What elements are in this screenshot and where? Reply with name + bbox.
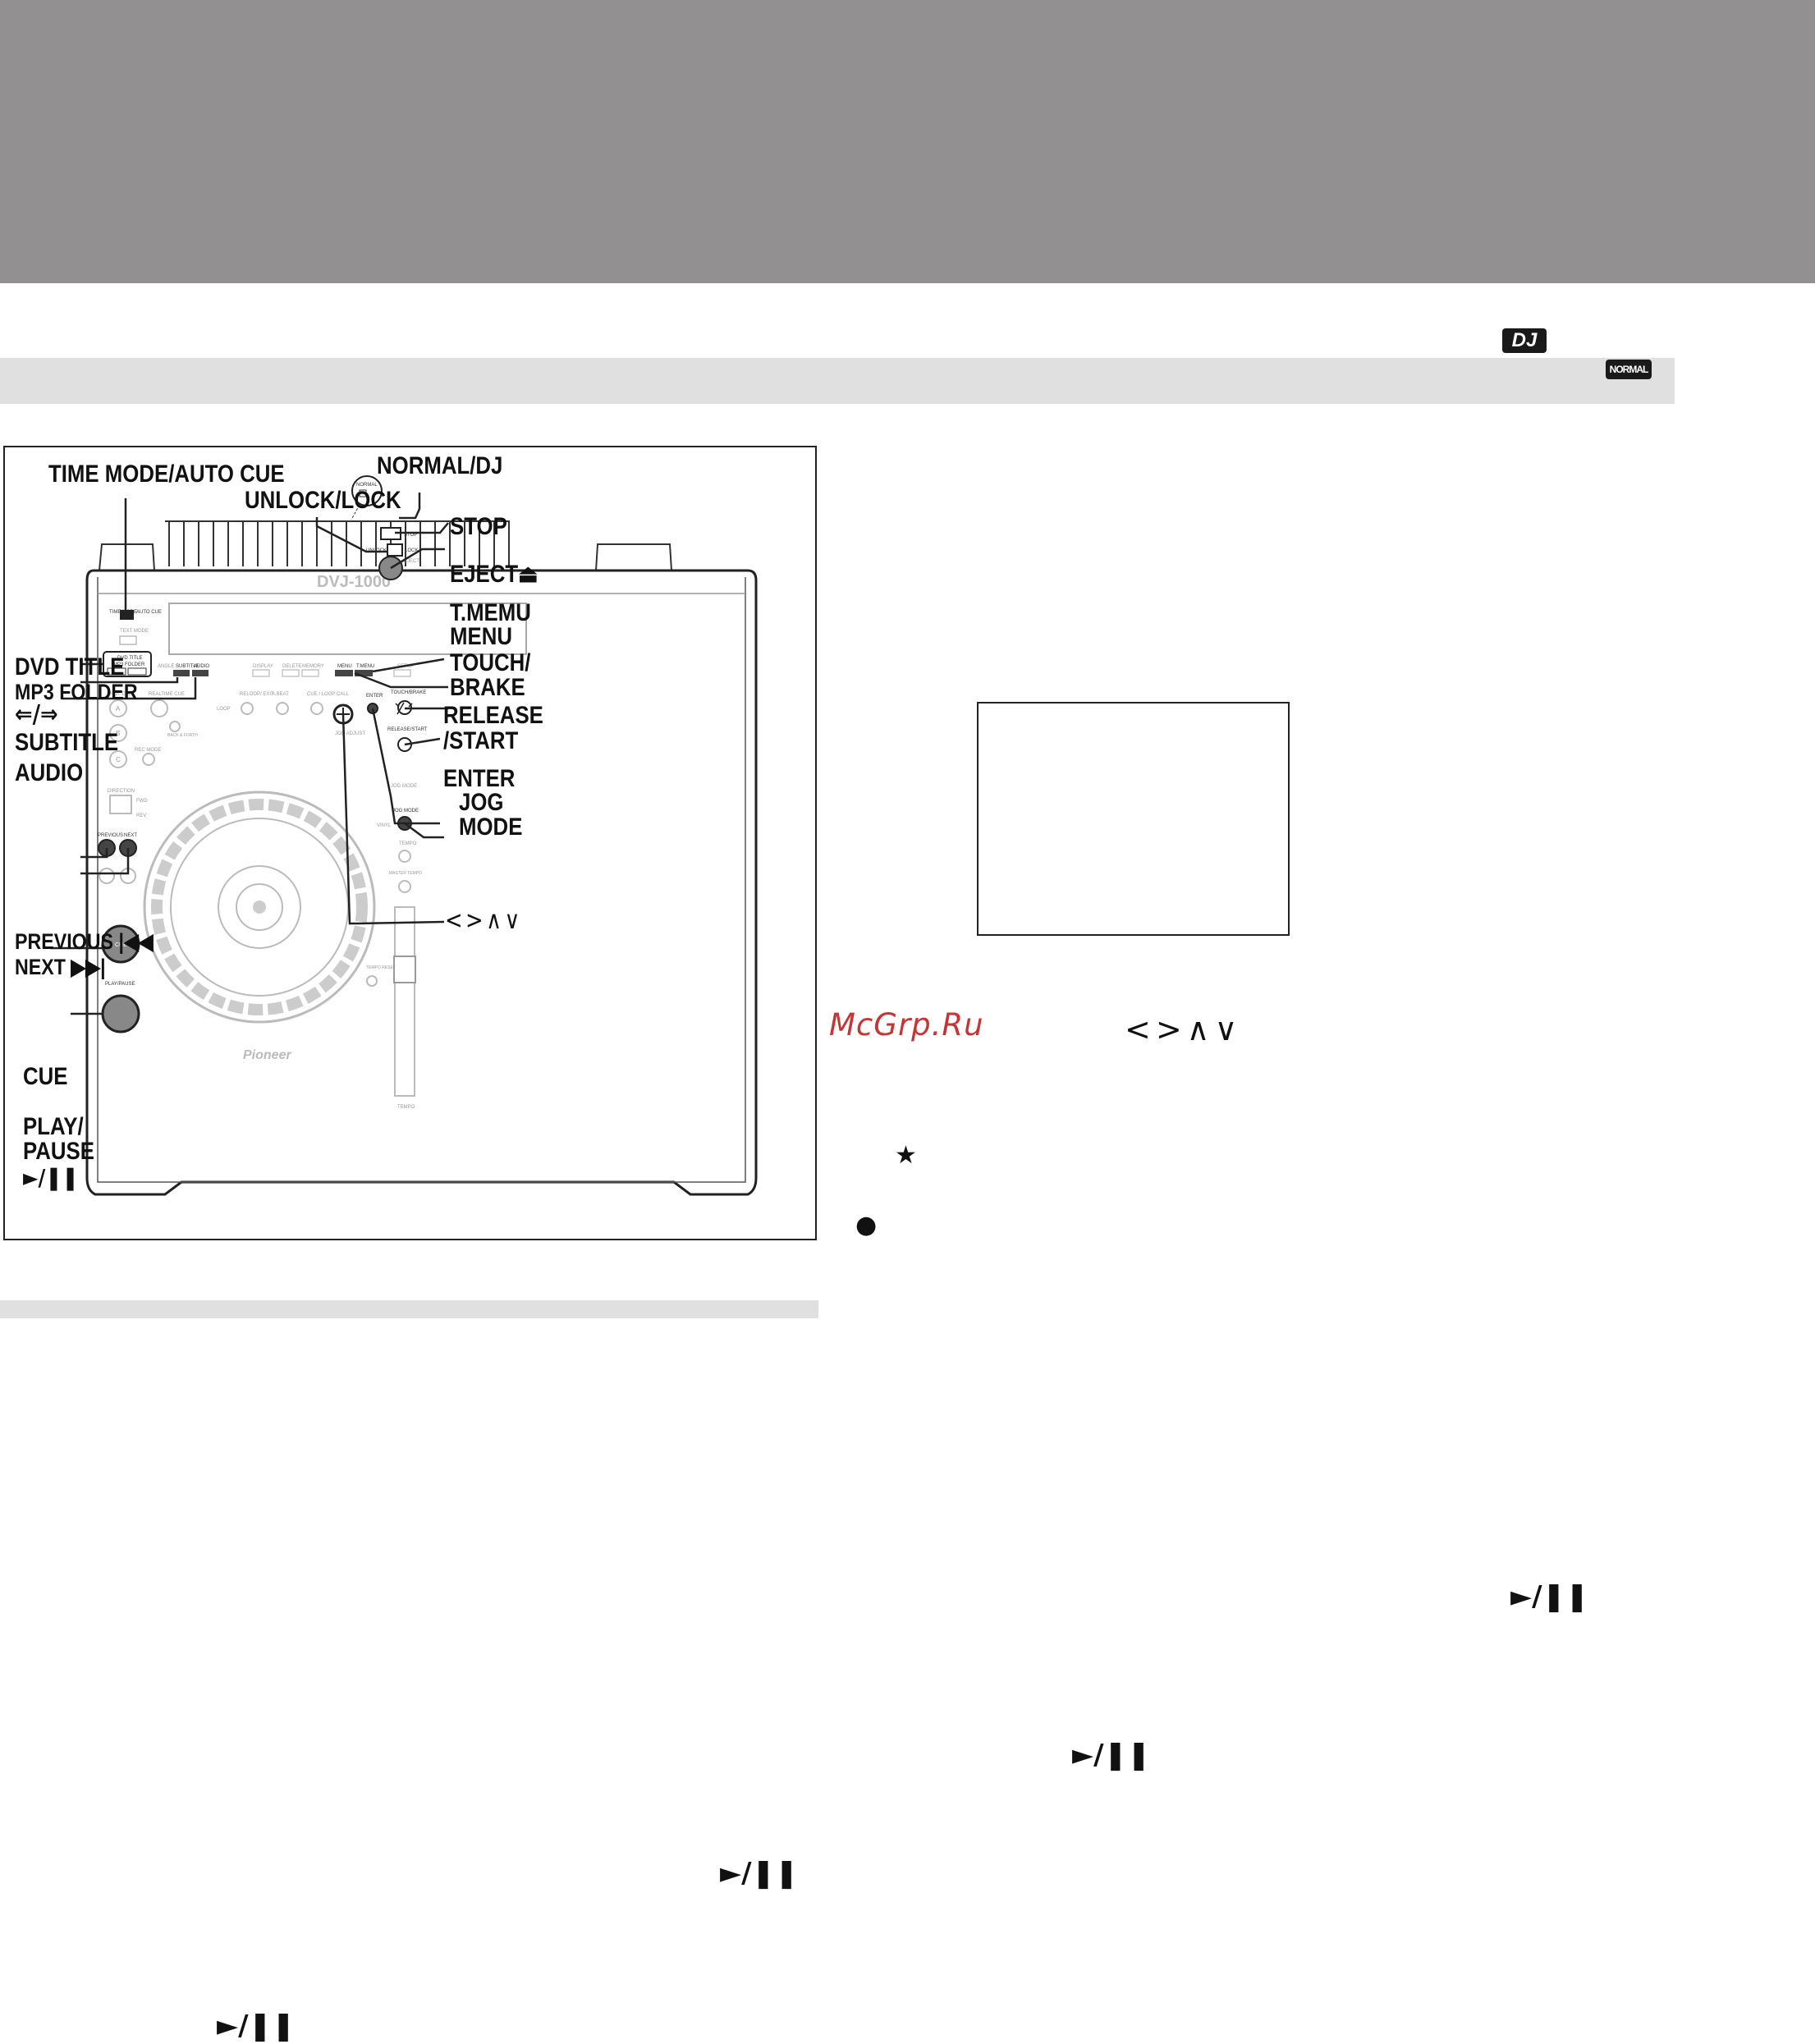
- svg-text:NEXT: NEXT: [124, 833, 137, 838]
- display-window: [168, 603, 527, 655]
- dj-mode-badge: DJ: [1502, 328, 1547, 353]
- svg-text:DISPLAY: DISPLAY: [253, 664, 273, 669]
- label-eject: EJECT⏏: [450, 561, 539, 588]
- bullet-icon: ●: [855, 1211, 878, 1240]
- svg-text:DVD TITLE: DVD TITLE: [117, 656, 143, 661]
- nav-arrows-text: <>∧∨: [1125, 1011, 1243, 1047]
- svg-text:B: B: [116, 730, 120, 737]
- empty-frame: [977, 702, 1290, 936]
- label-unlock-lock: UNLOCK/LOCK: [245, 487, 401, 514]
- section-bar: [0, 358, 1675, 404]
- svg-text:LOOP: LOOP: [217, 707, 231, 712]
- svg-text:T.MENU: T.MENU: [356, 664, 374, 669]
- svg-text:LOCK: LOCK: [405, 548, 418, 553]
- label-start: /START: [443, 727, 519, 754]
- svg-text:ENTER: ENTER: [366, 694, 383, 699]
- play-pause-symbol-1: ►/❚❚: [1510, 1580, 1589, 1613]
- svg-text:PLAY/PAUSE: PLAY/PAUSE: [105, 982, 135, 987]
- label-menu: MENU: [450, 623, 512, 650]
- svg-text:MASTER TEMPO: MASTER TEMPO: [389, 871, 422, 876]
- svg-text:DIRECTION: DIRECTION: [108, 789, 135, 794]
- play-pause-symbol-4: ►/❚❚: [217, 2010, 296, 2042]
- label-previous: PREVIOUS |◀◀: [15, 929, 154, 954]
- svg-text:HOT CUE: HOT CUE: [110, 692, 132, 697]
- svg-text:JOG MODE: JOG MODE: [391, 784, 417, 789]
- svg-text:CUE: CUE: [115, 942, 127, 948]
- svg-text:MEMORY: MEMORY: [302, 664, 324, 669]
- svg-text:NORMAL: NORMAL: [356, 483, 378, 488]
- label-brake: BRAKE: [450, 674, 525, 701]
- svg-text:REC MODE: REC MODE: [135, 748, 161, 753]
- label-time-mode-auto-cue: TIME MODE/AUTO CUE: [48, 461, 285, 488]
- svg-text:TEMPO: TEMPO: [399, 841, 417, 846]
- svg-text:REALTIME CUE: REALTIME CUE: [149, 692, 185, 697]
- watermark: McGrp.Ru: [829, 1007, 984, 1043]
- label-subtitle: SUBTITLE: [15, 729, 119, 756]
- svg-text:MP3 FOLDER: MP3 FOLDER: [113, 662, 145, 667]
- play-pause-button: [101, 994, 140, 1033]
- svg-text:MENU: MENU: [337, 664, 352, 669]
- svg-text:REV: REV: [136, 813, 146, 818]
- svg-text:EJECT: EJECT: [404, 559, 419, 564]
- label-jog: JOG: [459, 789, 504, 816]
- svg-text:SUBTITLE: SUBTITLE: [176, 664, 199, 669]
- svg-text:CUE / LOOP CALL: CUE / LOOP CALL: [307, 692, 350, 697]
- label-enter: ENTER: [443, 765, 516, 792]
- player-diagram: DVJ-1000 TIME MODE AUTO CUE TEXT MODE DV…: [3, 446, 817, 1240]
- svg-text:TEMPO: TEMPO: [397, 1105, 415, 1110]
- svg-text:STOP: STOP: [404, 533, 417, 538]
- brand-logo: Pioneer: [243, 1048, 291, 1062]
- label-play: PLAY/: [23, 1113, 84, 1140]
- svg-text:AUDIO: AUDIO: [194, 664, 209, 669]
- label-nav-arrows: <>∧∨: [445, 906, 523, 935]
- label-mode: MODE: [459, 813, 523, 841]
- callout-lines: [50, 493, 449, 1015]
- section-bar-2: [0, 1300, 818, 1318]
- svg-text:C: C: [116, 756, 121, 763]
- label-pause: PAUSE: [23, 1138, 94, 1165]
- label-normal-dj: NORMAL/DJ: [377, 452, 503, 479]
- svg-text:PREVIOUS: PREVIOUS: [98, 833, 123, 838]
- svg-text:RELEASE/START: RELEASE/START: [387, 727, 428, 732]
- svg-text:DELETE: DELETE: [282, 664, 301, 669]
- svg-text:VINYL: VINYL: [377, 823, 392, 828]
- label-dvd-title: DVD TITLE: [15, 653, 125, 681]
- svg-text:RELOOP/ EXIT: RELOOP/ EXIT: [240, 692, 274, 697]
- label-audio: AUDIO: [15, 759, 84, 786]
- time-mode-button: [120, 610, 134, 620]
- cue-button: [101, 924, 140, 964]
- svg-text:AUTO CUE: AUTO CUE: [136, 610, 162, 615]
- svg-text:BACK & FORTH: BACK & FORTH: [167, 733, 198, 738]
- svg-text:A.BEAT: A.BEAT: [272, 692, 289, 697]
- player-illustration: DVJ-1000 TIME MODE AUTO CUE TEXT MODE DV…: [50, 475, 758, 1196]
- label-touch: TOUCH/: [450, 649, 531, 676]
- svg-text:TOUCH/BRAKE: TOUCH/BRAKE: [391, 690, 426, 695]
- svg-text:ANGLE: ANGLE: [158, 664, 174, 669]
- play-pause-symbol-2: ►/❚❚: [1072, 1739, 1151, 1771]
- label-mp3-folder: MP3 FOLDER: [15, 680, 138, 704]
- normal-mode-badge: NORMAL: [1606, 360, 1652, 379]
- label-next: NEXT ▶▶|: [15, 955, 106, 979]
- header-band: [0, 0, 1815, 283]
- svg-text:TEMPO RESET: TEMPO RESET: [366, 965, 396, 970]
- svg-text:JOG MODE: JOG MODE: [392, 809, 419, 813]
- label-t-memu: T.MEMU: [450, 599, 531, 626]
- svg-text:A: A: [116, 705, 121, 713]
- label-folder-arrows: ⇐/⇒: [15, 700, 58, 729]
- label-release: RELEASE: [443, 702, 543, 729]
- svg-text:TEXT MODE: TEXT MODE: [120, 629, 149, 634]
- star-icon: ★: [895, 1141, 917, 1170]
- label-cue: CUE: [23, 1063, 68, 1090]
- label-play-symbol: ►/❚❚: [23, 1164, 79, 1191]
- play-pause-symbol-3: ►/❚❚: [720, 1857, 799, 1890]
- heat-sink: [165, 520, 510, 566]
- svg-text:FWD: FWD: [136, 799, 148, 804]
- label-stop: STOP: [450, 513, 507, 540]
- svg-text:JOG ADJUST: JOG ADJUST: [335, 731, 365, 736]
- model-label: DVJ-1000: [317, 573, 391, 591]
